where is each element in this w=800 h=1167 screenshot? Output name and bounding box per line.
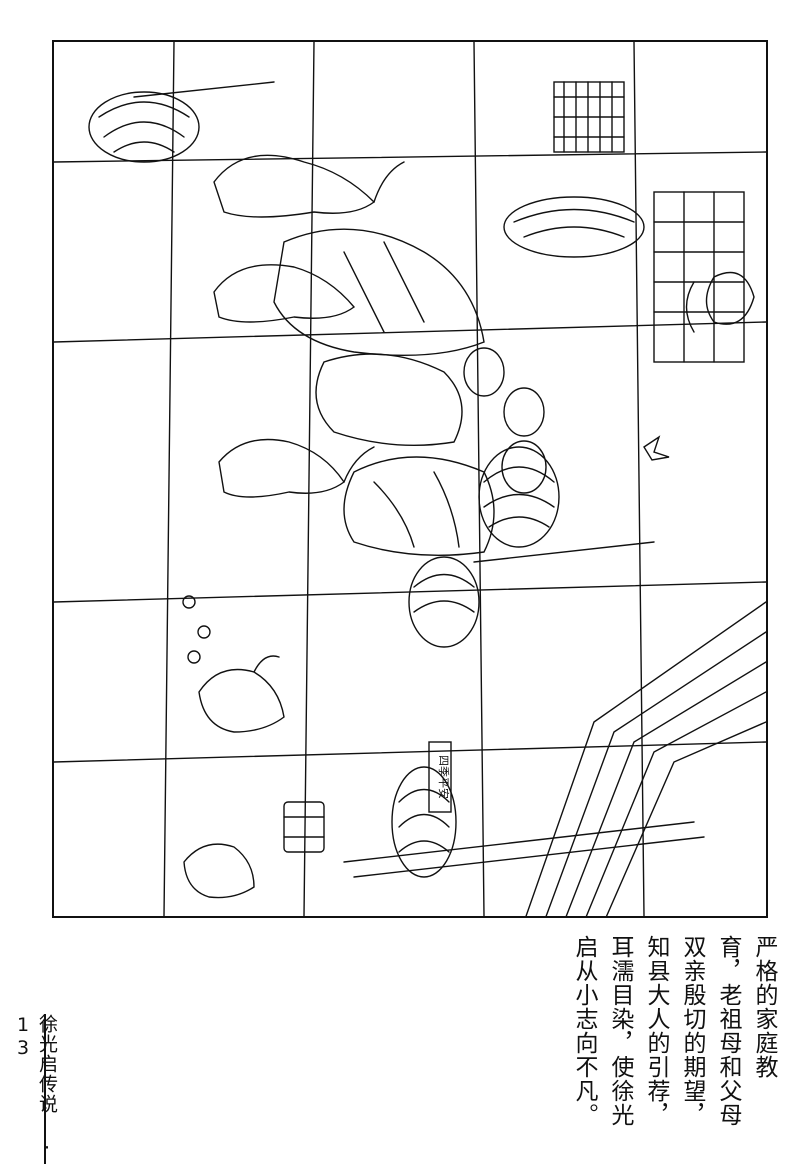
caption-line-5: 耳濡目染，使徐光 bbox=[607, 935, 633, 1127]
footer-divider bbox=[44, 1014, 46, 1164]
caption-line-4: 知县大人的引荐， bbox=[643, 935, 669, 1127]
page-footer: 徐光启传说 · 13 bbox=[8, 1014, 58, 1164]
line-art-illustration: 四季平安 bbox=[54, 42, 766, 916]
caption-line-6: 启从小志向不凡。 bbox=[571, 935, 597, 1127]
caption-line-3: 双亲殷切的期望， bbox=[679, 935, 705, 1127]
caption: 严格的家庭教 育，老祖母和父母 双亲殷切的期望， 知县大人的引荐， 耳濡目染，使… bbox=[560, 935, 780, 1135]
caption-line-2: 育，老祖母和父母 bbox=[715, 935, 741, 1127]
signboard-text: 四季平安 bbox=[437, 755, 451, 799]
book-title-page-number: 徐光启传说 · 13 bbox=[12, 1014, 58, 1160]
illustration-frame: 四季平安 bbox=[52, 40, 768, 918]
caption-line-1: 严格的家庭教 bbox=[751, 935, 777, 1079]
